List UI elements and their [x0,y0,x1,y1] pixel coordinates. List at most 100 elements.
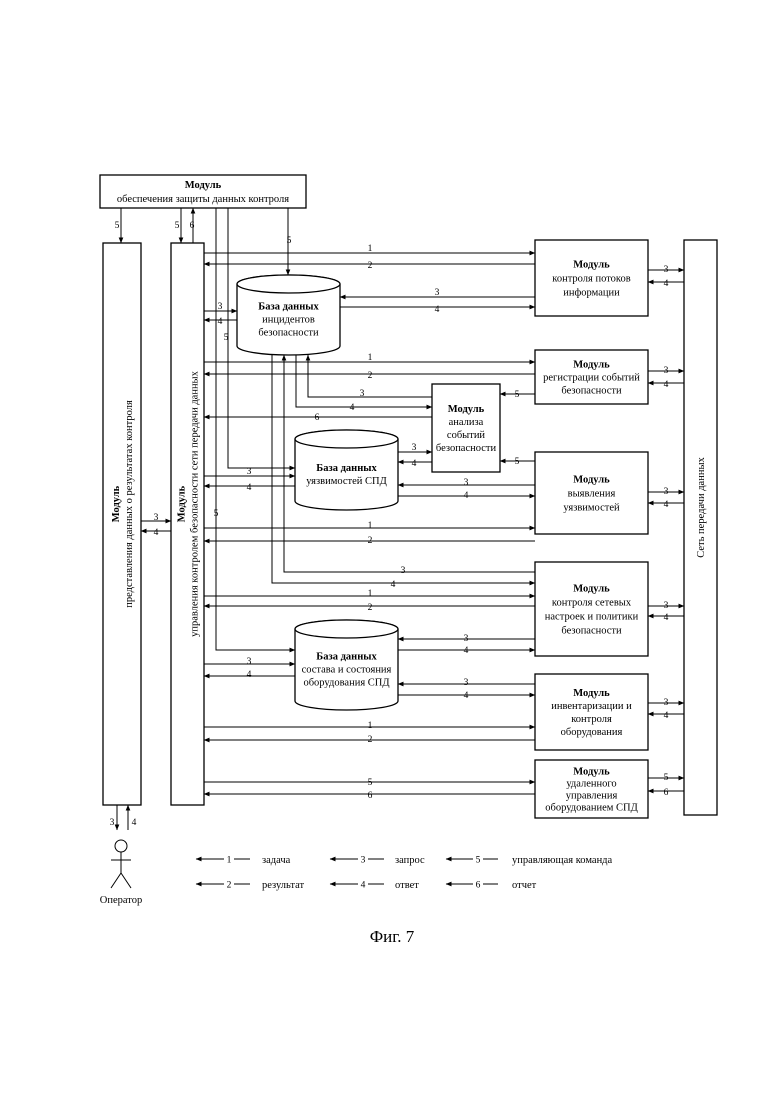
arrow-label-5: 5 [664,773,669,783]
arrow-label-5: 5 [515,390,520,400]
module-protect-line-0: Модуль [185,180,222,191]
arrow-label-4: 4 [247,670,252,680]
db_equipment-line-1: состава и состояния [302,665,392,676]
arrow-label-3: 3 [664,366,669,376]
module-presentation: Модульпредставления данных о результатах… [103,243,141,805]
arrow-label-1: 1 [368,521,373,531]
db_incidents-line-2: безопасности [258,328,319,339]
arrow-label-5: 5 [214,509,219,519]
module-management: Модульуправления контролем безопасности … [171,243,204,805]
arrow-label-5: 5 [287,236,292,246]
module-management-line-0: Модуль [177,485,188,522]
module-remote-line-0: Модуль [573,767,610,778]
legend-label-3: запрос [395,855,425,866]
legend-number-5: 5 [476,856,481,866]
arrow-label-4: 4 [132,818,137,828]
module-flow: Модульконтроля потоковинформации [535,240,648,316]
arrow-label-4: 4 [664,380,669,390]
module-inventory-line-3: оборудования [561,727,623,738]
arrow-label-4: 4 [664,613,669,623]
legend-number-3: 3 [361,856,366,866]
legend-label-6: отчет [512,880,537,891]
arrow-label-2: 2 [368,261,373,271]
arrow-label-4: 4 [664,500,669,510]
arrow-label-5: 5 [224,333,229,343]
module-netcontrol-line-3: безопасности [561,626,622,637]
operator-head [115,840,127,852]
module-flow-line-0: Модуль [573,260,610,271]
module-protect-line-1: обеспечения защиты данных контроля [117,194,289,205]
arrow-label-2: 2 [368,735,373,745]
db_vulns-top [295,430,398,448]
module-analysis-line-0: Модуль [448,404,485,415]
arrow-label-5: 5 [368,778,373,788]
arrow-label-5: 5 [115,221,120,231]
arrow-label-6: 6 [315,413,320,423]
figure-caption: Фиг. 7 [370,927,415,946]
module-analysis: Модульанализасобытийбезопасности [432,384,500,472]
arrow-16 [296,355,432,407]
legend-label-2: результат [262,880,304,891]
legend: 1 задача 2 результат 3 запрос 4 ответ 5управляющ… [196,853,613,891]
db-equipment-cylinder: База данныхсостава и состоянияоборудован… [295,620,398,710]
module-vulndetect-line-2: уязвимостей [563,503,620,514]
legend-number-4: 4 [361,881,366,891]
module-netcontrol-line-2: настроек и политики [545,612,639,623]
arrow-label-3: 3 [401,566,406,576]
arrow-label-3: 3 [247,657,252,667]
legend-item-4: 4 ответ [330,878,419,891]
arrow-label-4: 4 [664,711,669,721]
module-network-line-0: Сеть передачи данных [696,457,707,558]
arrow-label-4: 4 [350,403,355,413]
arrow-label-1: 1 [368,353,373,363]
module-registration-line-0: Модуль [573,360,610,371]
module-presentation-line-0: Модуль [111,485,122,522]
module-analysis-box [432,384,500,472]
arrow-label-1: 1 [368,589,373,599]
arrow-label-6: 6 [664,788,669,798]
arrow-label-2: 2 [368,603,373,613]
module-registration-line-2: безопасности [561,386,622,397]
db_vulns-line-1: уязвимостей СПД [306,476,387,487]
arrow-label-3: 3 [247,467,252,477]
module-netcontrol-box [535,562,648,656]
arrow-label-3: 3 [664,265,669,275]
arrow-label-3: 3 [154,513,159,523]
arrow-label-1: 1 [368,244,373,254]
arrow-label-3: 3 [360,389,365,399]
arrow-label-3: 3 [464,478,469,488]
legend-item-2: 2 результат [196,878,304,891]
arrow-label-4: 4 [464,691,469,701]
module-flow-line-2: информации [563,288,620,299]
arrow-label-4: 4 [412,459,417,469]
legend-item-3: 3 запрос [330,853,425,866]
arrow-label-4: 4 [218,317,223,327]
operator-leg-left [111,873,121,888]
arrow-label-3: 3 [110,818,115,828]
arrow-label-3: 3 [664,487,669,497]
arrow-label-1: 1 [368,721,373,731]
arrow-label-3: 3 [412,443,417,453]
module-remote-line-1: удаленного [566,779,616,790]
db_vulns-line-0: База данных [316,463,377,474]
db_equipment-top [295,620,398,638]
db-vulns-cylinder: База данных уязвимостей СПД [295,430,398,510]
arrow-label-5: 5 [515,457,520,467]
arrow-label-4: 4 [464,646,469,656]
legend-item-5: 5управляющая команда [446,853,613,866]
operator-leg-right [121,873,131,888]
legend-label-1: задача [262,855,291,866]
module-netcontrol: Модульконтроля сетевыхнастроек и политик… [535,562,648,656]
module-remote: Модульудаленногоуправленияоборудованием … [535,760,648,818]
arrow-label-3: 3 [664,698,669,708]
arrow-label-2: 2 [368,371,373,381]
legend-number-1: 1 [227,856,232,866]
arrow-label-3: 3 [218,302,223,312]
legend-label-4: ответ [395,880,419,891]
arrow-label-3: 3 [464,678,469,688]
arrow-label-2: 2 [368,536,373,546]
module-analysis-line-1: анализа [449,417,484,428]
db_incidents-line-1: инцидентов [262,315,315,326]
legend-number-2: 2 [227,881,232,891]
